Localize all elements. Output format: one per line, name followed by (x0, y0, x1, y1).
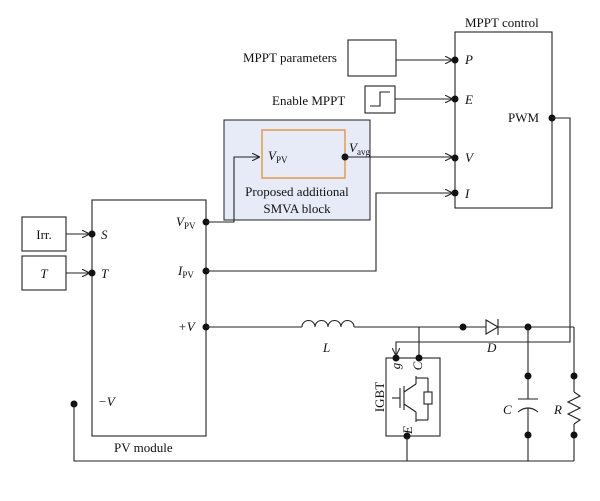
resistor-symbol (566, 391, 582, 425)
mppt-parameters-block (347, 39, 397, 77)
enable-mppt-label: Enable MPPT (272, 93, 345, 108)
return-wire (73, 404, 574, 462)
pv-port-t-dot (88, 269, 96, 277)
igbt-collector-dot (415, 354, 423, 362)
resistor-dot-top (570, 372, 578, 380)
mppt-pwm-label: PWM (508, 110, 540, 125)
diode-symbol (485, 319, 500, 335)
mppt-control-title: MPPT control (465, 15, 539, 30)
capacitor-dot-top (524, 372, 532, 380)
ipv-to-mppt-wire (206, 193, 452, 272)
igbt-gate-label: g (388, 362, 403, 369)
pv-port-ipv-label: IPV (177, 263, 194, 280)
vpv-to-smva-wire (206, 157, 259, 223)
smva-caption-line1: Proposed additional (245, 184, 349, 199)
pwm-to-gate-wire (396, 117, 571, 355)
resistor-label: R (553, 402, 562, 417)
mppt-port-e-dot (451, 95, 459, 103)
irradiance-input-block (21, 216, 67, 252)
igbt-emitter-label: E (400, 426, 415, 435)
smva-output-label: Vavg (349, 140, 370, 157)
mppt-port-v-label: V (465, 150, 475, 165)
step-icon (370, 91, 390, 107)
pv-port-vpv-label: VPV (176, 214, 196, 231)
diode-label: D (486, 340, 497, 355)
mppt-port-v-dot (451, 154, 459, 162)
capacitor-dot-bottom (524, 431, 532, 439)
mppt-port-i-dot (451, 189, 459, 197)
pv-module-block (91, 199, 207, 437)
igbt-collector-label: C (410, 361, 425, 370)
smva-input-label: VPV (268, 148, 288, 165)
pv-port-s-dot (88, 230, 96, 238)
temperature-input-block (21, 255, 67, 291)
pv-port-s-label: S (101, 227, 108, 242)
mppt-control-block (454, 31, 553, 209)
smva-caption-line2: SMVA block (263, 201, 331, 216)
capacitor-label: C (503, 402, 512, 417)
pv-port-plus-v-label: +V (178, 319, 197, 334)
mppt-port-p-label: P (464, 52, 473, 67)
mppt-parameters-label: MPPT parameters (243, 50, 337, 65)
pv-port-t-label: T (101, 266, 109, 281)
irradiance-input-label: Irr. (36, 227, 52, 242)
smva-block (223, 119, 371, 221)
pv-port-minus-v-label: −V (98, 394, 117, 409)
inductor-label: L (322, 340, 330, 355)
pv-module-title: PV module (114, 440, 173, 455)
resistor-dot-bottom (570, 431, 578, 439)
mppt-port-i-label: I (464, 186, 470, 201)
mppt-port-e-label: E (464, 92, 473, 107)
igbt-transistor-symbol (392, 376, 433, 422)
igbt-gate-dot (392, 354, 400, 362)
mppt-port-p-dot (451, 56, 459, 64)
temperature-input-label: T (40, 266, 48, 281)
igbt-label: IGBT (372, 382, 387, 412)
inductor-symbol (301, 319, 355, 328)
junction-dot-diode (459, 323, 467, 331)
